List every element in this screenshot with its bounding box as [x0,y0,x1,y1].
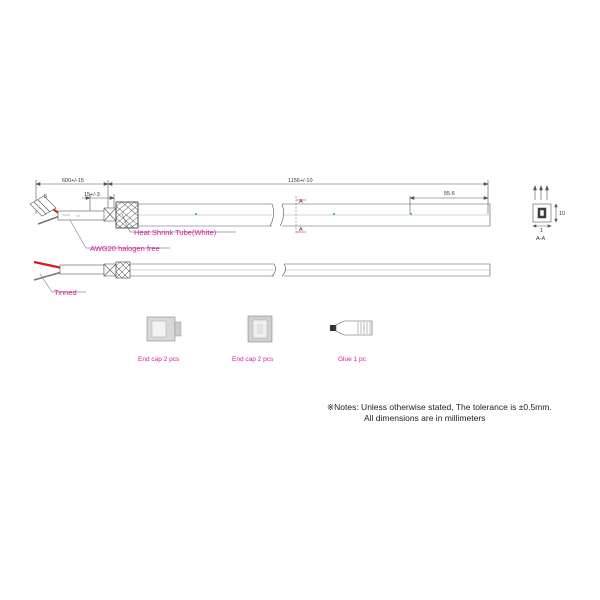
section-mark-bottom: A [299,227,303,233]
awg-leader [69,219,170,249]
tinned-red-wire [33,260,63,270]
accessory-caption: End cap 2 pcs [138,356,180,363]
section-width-label: 1 [540,228,543,234]
section-name-label: A-A [536,236,546,242]
accessory-caption: End cap 2 pcs [232,356,274,363]
strip-length-label: 15+/-3 [84,192,100,198]
strip-body-top [138,203,272,227]
end-cap-front-icon [247,315,273,343]
glue-tube-icon [330,320,373,336]
section-mark-top: A [299,199,303,205]
bottom-assembly [33,260,491,281]
total-length-label: 1156+/-10 [288,178,313,184]
wire-bundle [57,210,107,221]
tinned-label: Tinned [54,288,77,297]
notes-block: ※Notes: Unless otherwise stated, The tol… [327,402,552,424]
heat-shrink-leader [121,213,236,233]
note-line-2: All dimensions are in millimeters [364,413,486,423]
accessory-end-cap-front: End cap 2 pcs [232,315,274,363]
tinned-leader [39,273,86,293]
lead-length-label: 600+/-15 [62,178,84,184]
end-cap-side-icon [146,316,182,342]
awg-label: AWG20 halogen free [90,244,160,253]
note-line-1: ※Notes: Unless otherwise stated, The tol… [327,402,552,412]
section-height-label: 10 [559,211,565,217]
accessory-end-cap-side: End cap 2 pcs [138,316,182,363]
section-a-a [532,185,558,228]
segment-length-label: 55.6 [444,191,455,197]
accessory-glue: Glue 1 pc [330,320,373,363]
strip-end-length-label: 5 [44,194,47,200]
heat-shrink-label: Heat Shrink Tube(White) [134,228,217,237]
connector-head [29,195,57,217]
top-assembly [35,180,491,234]
accessory-caption: Glue 1 pc [338,356,367,363]
cut-mark-dots [195,213,412,215]
